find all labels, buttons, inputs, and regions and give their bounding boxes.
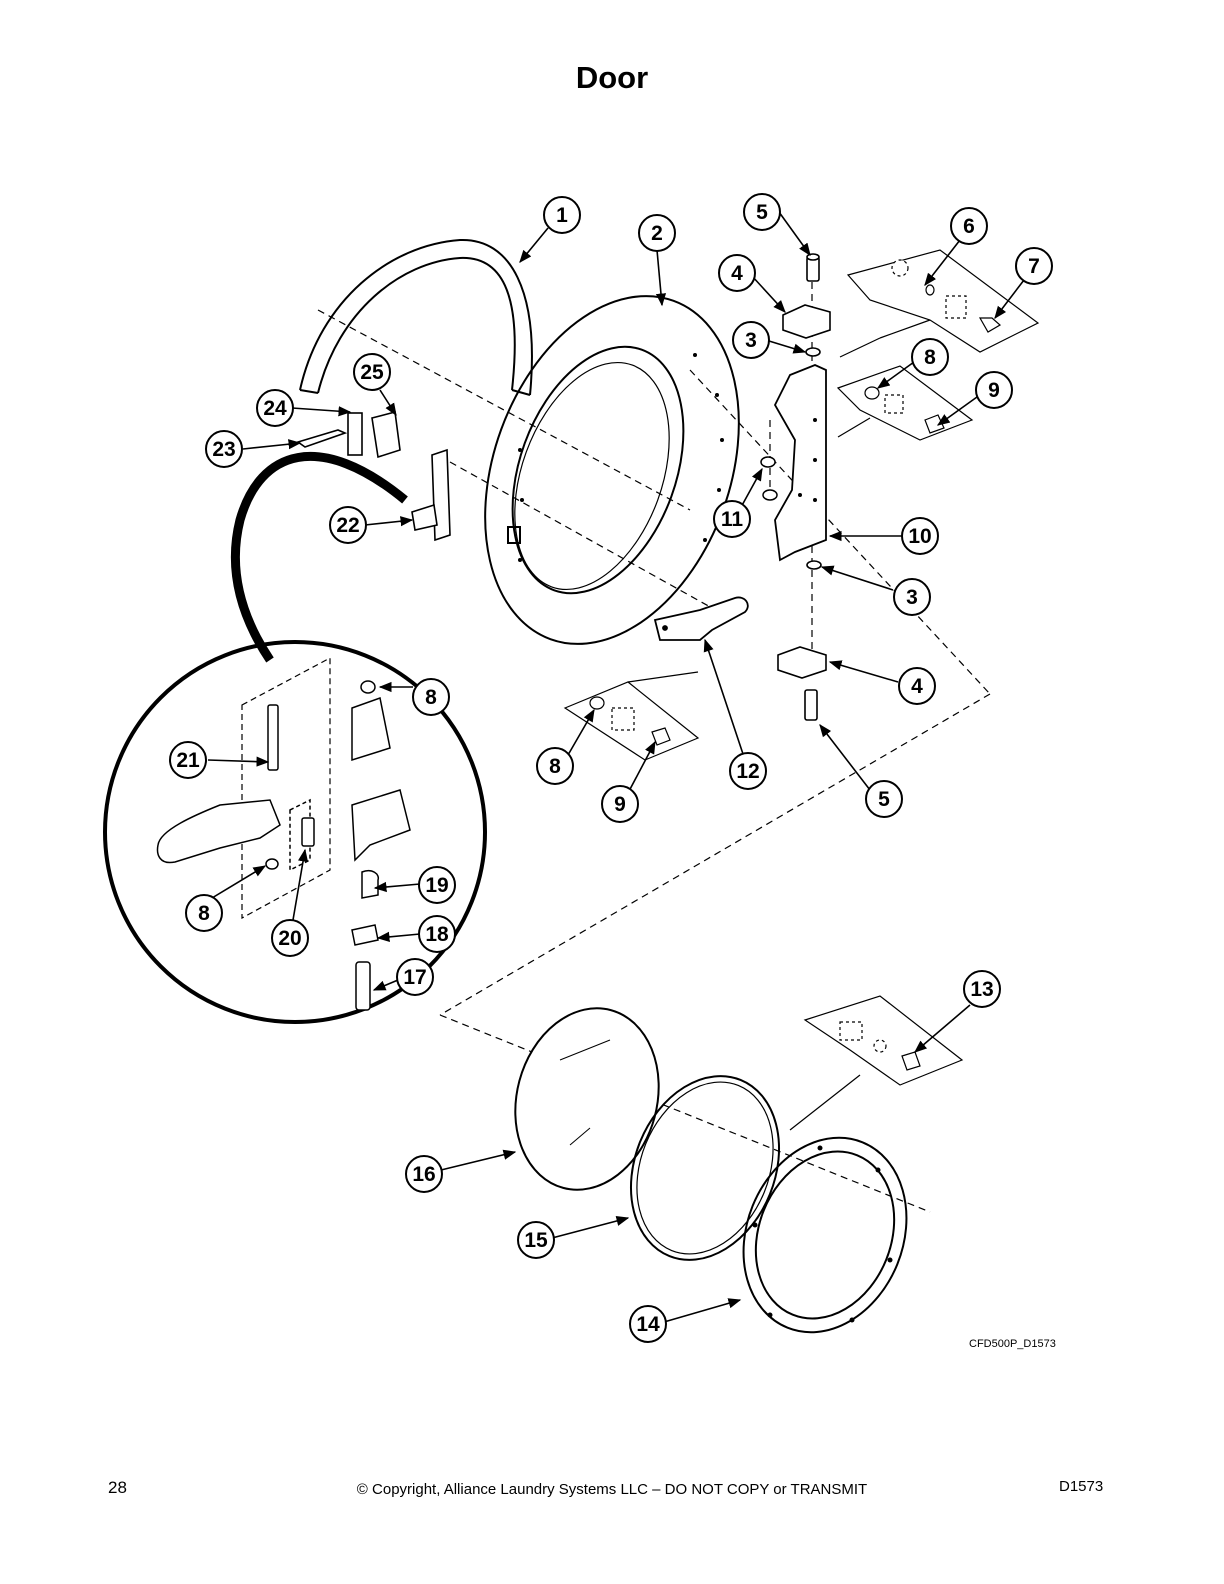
callout-13: 13 — [963, 970, 1001, 1008]
callout-19: 19 — [418, 866, 456, 904]
callout-12: 12 — [729, 752, 767, 790]
svg-text:9: 9 — [988, 379, 1000, 402]
svg-text:19: 19 — [425, 874, 448, 897]
detail-panel-8-9-upper — [836, 365, 974, 441]
callout-22: 22 — [329, 506, 367, 544]
callout-15: 15 — [517, 1221, 555, 1259]
svg-text:4: 4 — [911, 675, 923, 698]
svg-text:9: 9 — [614, 793, 626, 816]
door-handle — [653, 596, 749, 641]
callout-17: 17 — [396, 958, 434, 996]
svg-text:22: 22 — [336, 514, 359, 537]
detail-panel-8-9-lower — [563, 671, 700, 761]
callout-23: 23 — [205, 430, 243, 468]
svg-text:8: 8 — [425, 686, 437, 709]
svg-text:21: 21 — [176, 749, 200, 772]
svg-text:16: 16 — [412, 1163, 435, 1186]
lower-hinge-hardware — [777, 560, 827, 721]
detail-panel-13 — [789, 995, 964, 1131]
callout-7: 7 — [1015, 247, 1053, 285]
callout-16: 16 — [405, 1155, 443, 1193]
copyright-notice: © Copyright, Alliance Laundry Systems LL… — [356, 1481, 868, 1498]
latch-parts — [296, 410, 451, 542]
callout-14: 14 — [629, 1305, 667, 1343]
callout-9a: 9 — [975, 371, 1013, 409]
svg-text:6: 6 — [963, 215, 975, 238]
svg-text:20: 20 — [278, 927, 301, 950]
svg-text:10: 10 — [908, 525, 931, 548]
callout-5b: 5 — [865, 780, 903, 818]
callout-3a: 3 — [732, 321, 770, 359]
drawing-code: CFD500P_D1573 — [969, 1338, 1056, 1350]
latch-detail-contents — [156, 656, 411, 1011]
glass-gasket-ring — [629, 1075, 781, 1261]
callout-4a: 4 — [718, 254, 756, 292]
callout-21: 21 — [169, 741, 207, 779]
leader-arrows — [207, 211, 1025, 1323]
callout-10: 10 — [901, 517, 939, 555]
callout-6: 6 — [950, 207, 988, 245]
svg-text:8: 8 — [924, 346, 936, 369]
document-id: D1573 — [1059, 1478, 1104, 1495]
callout-20: 20 — [271, 919, 309, 957]
callout-8d: 8 — [185, 894, 223, 932]
latch-detail-circle — [103, 640, 487, 1024]
svg-text:3: 3 — [745, 329, 757, 352]
callout-18: 18 — [418, 915, 456, 953]
svg-text:7: 7 — [1028, 255, 1040, 278]
cable — [230, 451, 408, 663]
callout-8b: 8 — [412, 678, 450, 716]
svg-text:8: 8 — [198, 902, 210, 925]
svg-text:8: 8 — [549, 755, 561, 778]
svg-text:5: 5 — [756, 201, 768, 224]
upper-hinge-hardware — [782, 253, 831, 357]
page-number: 28 — [108, 1478, 127, 1497]
svg-text:17: 17 — [403, 966, 426, 989]
callout-1: 1 — [543, 196, 581, 234]
detail-panel-6-7 — [839, 249, 1040, 358]
hinge-nuts — [760, 456, 778, 501]
svg-text:11: 11 — [721, 508, 744, 531]
svg-text:4: 4 — [731, 262, 743, 285]
page-title: Door — [575, 60, 649, 95]
svg-text:15: 15 — [524, 1229, 548, 1252]
callout-24: 24 — [256, 389, 294, 427]
callout-11: 11 — [713, 500, 751, 538]
door-glass — [514, 1007, 660, 1191]
callout-8a: 8 — [911, 338, 949, 376]
svg-text:2: 2 — [651, 222, 663, 245]
callout-3b: 3 — [893, 578, 931, 616]
svg-text:13: 13 — [970, 978, 993, 1001]
svg-text:12: 12 — [736, 760, 759, 783]
svg-text:18: 18 — [425, 923, 449, 946]
callout-8c: 8 — [536, 747, 574, 785]
callout-25: 25 — [353, 353, 391, 391]
svg-text:14: 14 — [636, 1313, 660, 1336]
svg-text:25: 25 — [360, 361, 384, 384]
svg-text:5: 5 — [878, 788, 890, 811]
svg-text:24: 24 — [263, 397, 287, 420]
door-seal-gasket — [299, 238, 533, 396]
callout-4b: 4 — [898, 667, 936, 705]
callout-9b: 9 — [601, 785, 639, 823]
svg-text:1: 1 — [556, 204, 568, 227]
hinge-bracket — [773, 364, 827, 562]
callout-5a: 5 — [743, 193, 781, 231]
glass-retainer-ring — [742, 1136, 908, 1334]
callout-2: 2 — [638, 214, 676, 252]
svg-text:3: 3 — [906, 586, 918, 609]
svg-text:23: 23 — [212, 438, 235, 461]
